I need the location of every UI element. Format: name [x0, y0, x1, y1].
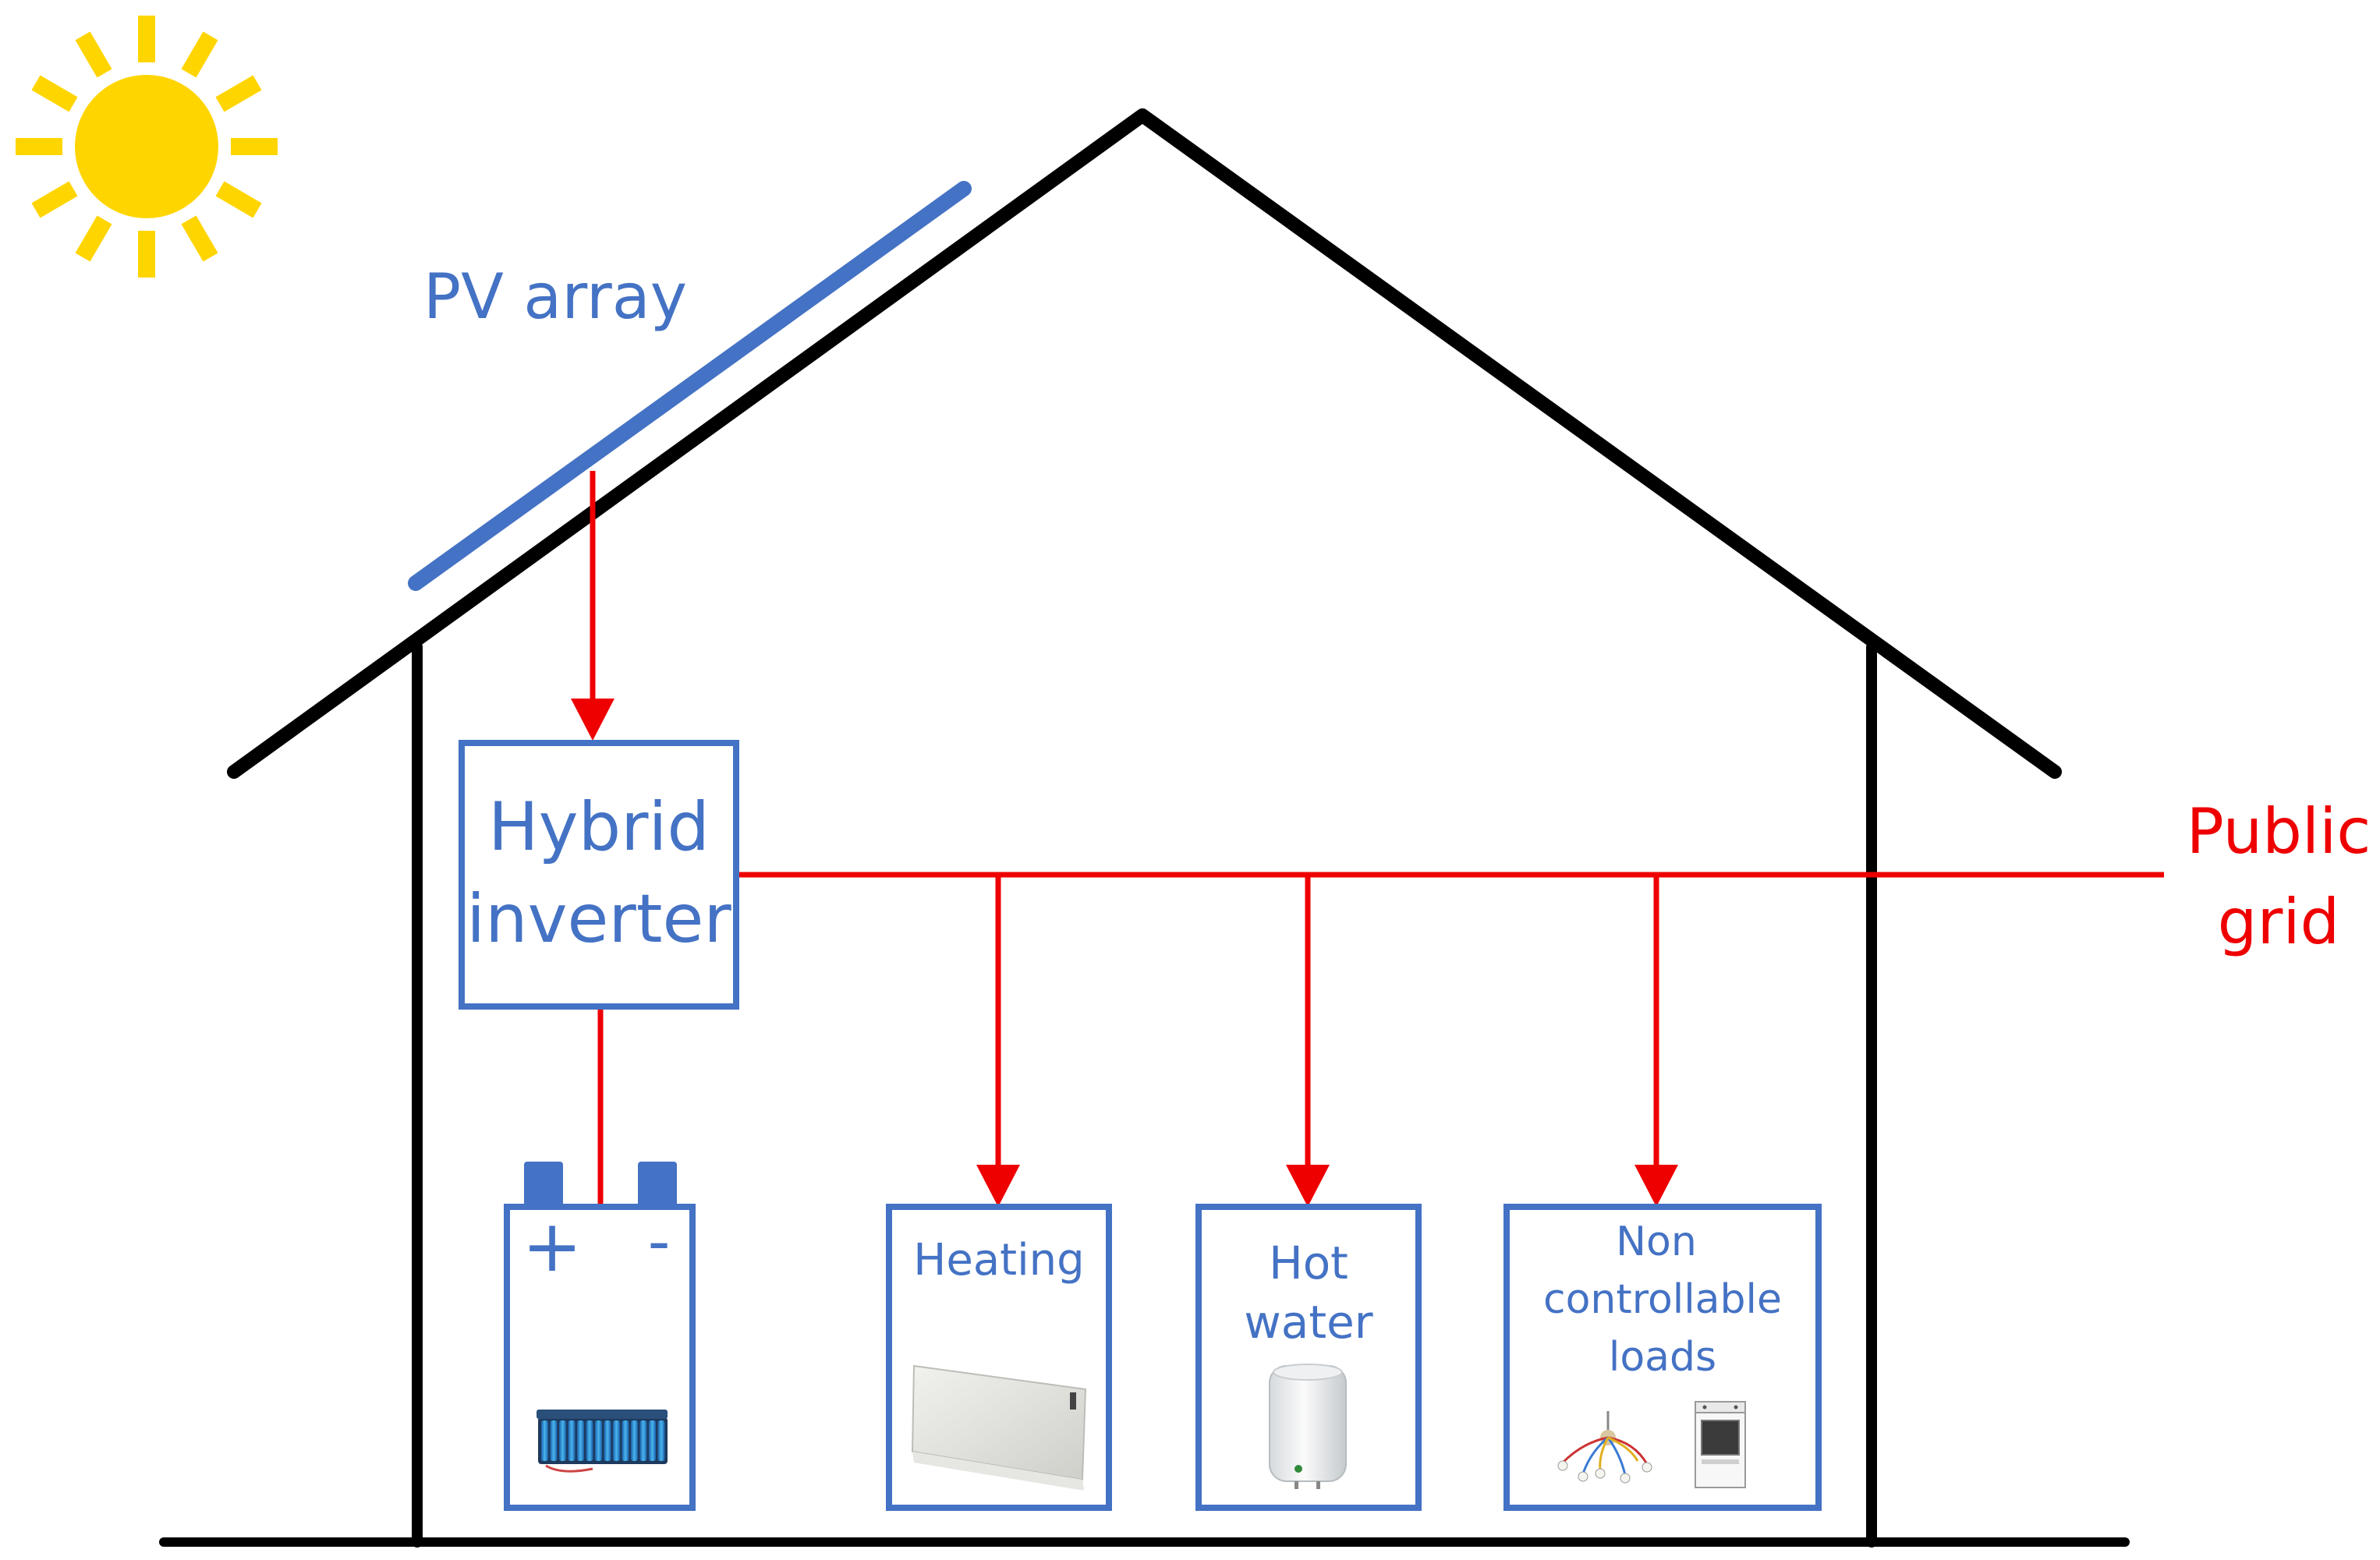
- public-grid-label-line2: grid: [2218, 886, 2340, 958]
- hybrid-inverter-box: Hybrid inverter: [459, 740, 739, 1010]
- battery-cell: [568, 1420, 576, 1461]
- house-outline: [159, 108, 2130, 1548]
- battery-cell: [639, 1420, 647, 1461]
- battery-cell: [622, 1420, 629, 1461]
- water-heater-icon: [1269, 1364, 1347, 1489]
- battery-terminal-negative: [638, 1162, 677, 1207]
- battery-minus-sign: -: [648, 1205, 671, 1278]
- hot-water-box: Hot water: [1195, 1204, 1422, 1511]
- arrow-to-hotwater: [1286, 1165, 1330, 1207]
- loads-label-line3: loads: [1609, 1334, 1716, 1381]
- hot-water-label-line2: water: [1244, 1296, 1372, 1349]
- battery-box: + -: [504, 1162, 696, 1511]
- power-lines: [590, 471, 2164, 1208]
- battery-cell: [649, 1420, 656, 1461]
- battery-cell: [559, 1420, 566, 1461]
- public-grid-label-line1: Public: [2187, 795, 2371, 868]
- arrow-to-inverter: [571, 699, 614, 741]
- arrowheads: [571, 699, 1678, 1207]
- battery-cell: [631, 1420, 638, 1461]
- battery-cell: [586, 1420, 593, 1461]
- roof: [227, 108, 2062, 779]
- battery-cell: [550, 1420, 558, 1461]
- heating-box: Heating: [886, 1204, 1112, 1511]
- arrow-to-loads: [1634, 1165, 1678, 1207]
- battery-terminal-positive: [524, 1162, 563, 1207]
- inverter-label-line2: inverter: [466, 880, 731, 958]
- arrow-to-heating: [976, 1165, 1020, 1207]
- heating-label: Heating: [913, 1235, 1084, 1286]
- stove-icon: [1695, 1401, 1746, 1488]
- battery-cell: [595, 1420, 602, 1461]
- battery-cell: [577, 1420, 584, 1461]
- loads-label-line2: controllable: [1543, 1276, 1782, 1323]
- non-controllable-loads-box: Non controllable loads: [1503, 1204, 1822, 1511]
- pv-array-label: PV array: [423, 260, 687, 333]
- battery-cell: [604, 1420, 611, 1461]
- battery-cell: [541, 1420, 548, 1461]
- battery-plus-sign: +: [522, 1204, 582, 1288]
- panel-heater-icon: [911, 1364, 1087, 1491]
- battery-cell: [657, 1420, 665, 1461]
- hot-water-label-line1: Hot: [1269, 1236, 1348, 1289]
- loads-label-line1: Non: [1616, 1219, 1697, 1265]
- battery-cells-icon: [537, 1410, 668, 1473]
- pv-panel: [408, 181, 972, 591]
- battery-cell: [613, 1420, 620, 1461]
- ceiling-lamp-icon: [1557, 1411, 1652, 1484]
- inverter-label-line1: Hybrid: [488, 788, 710, 866]
- sun-icon: [16, 16, 278, 278]
